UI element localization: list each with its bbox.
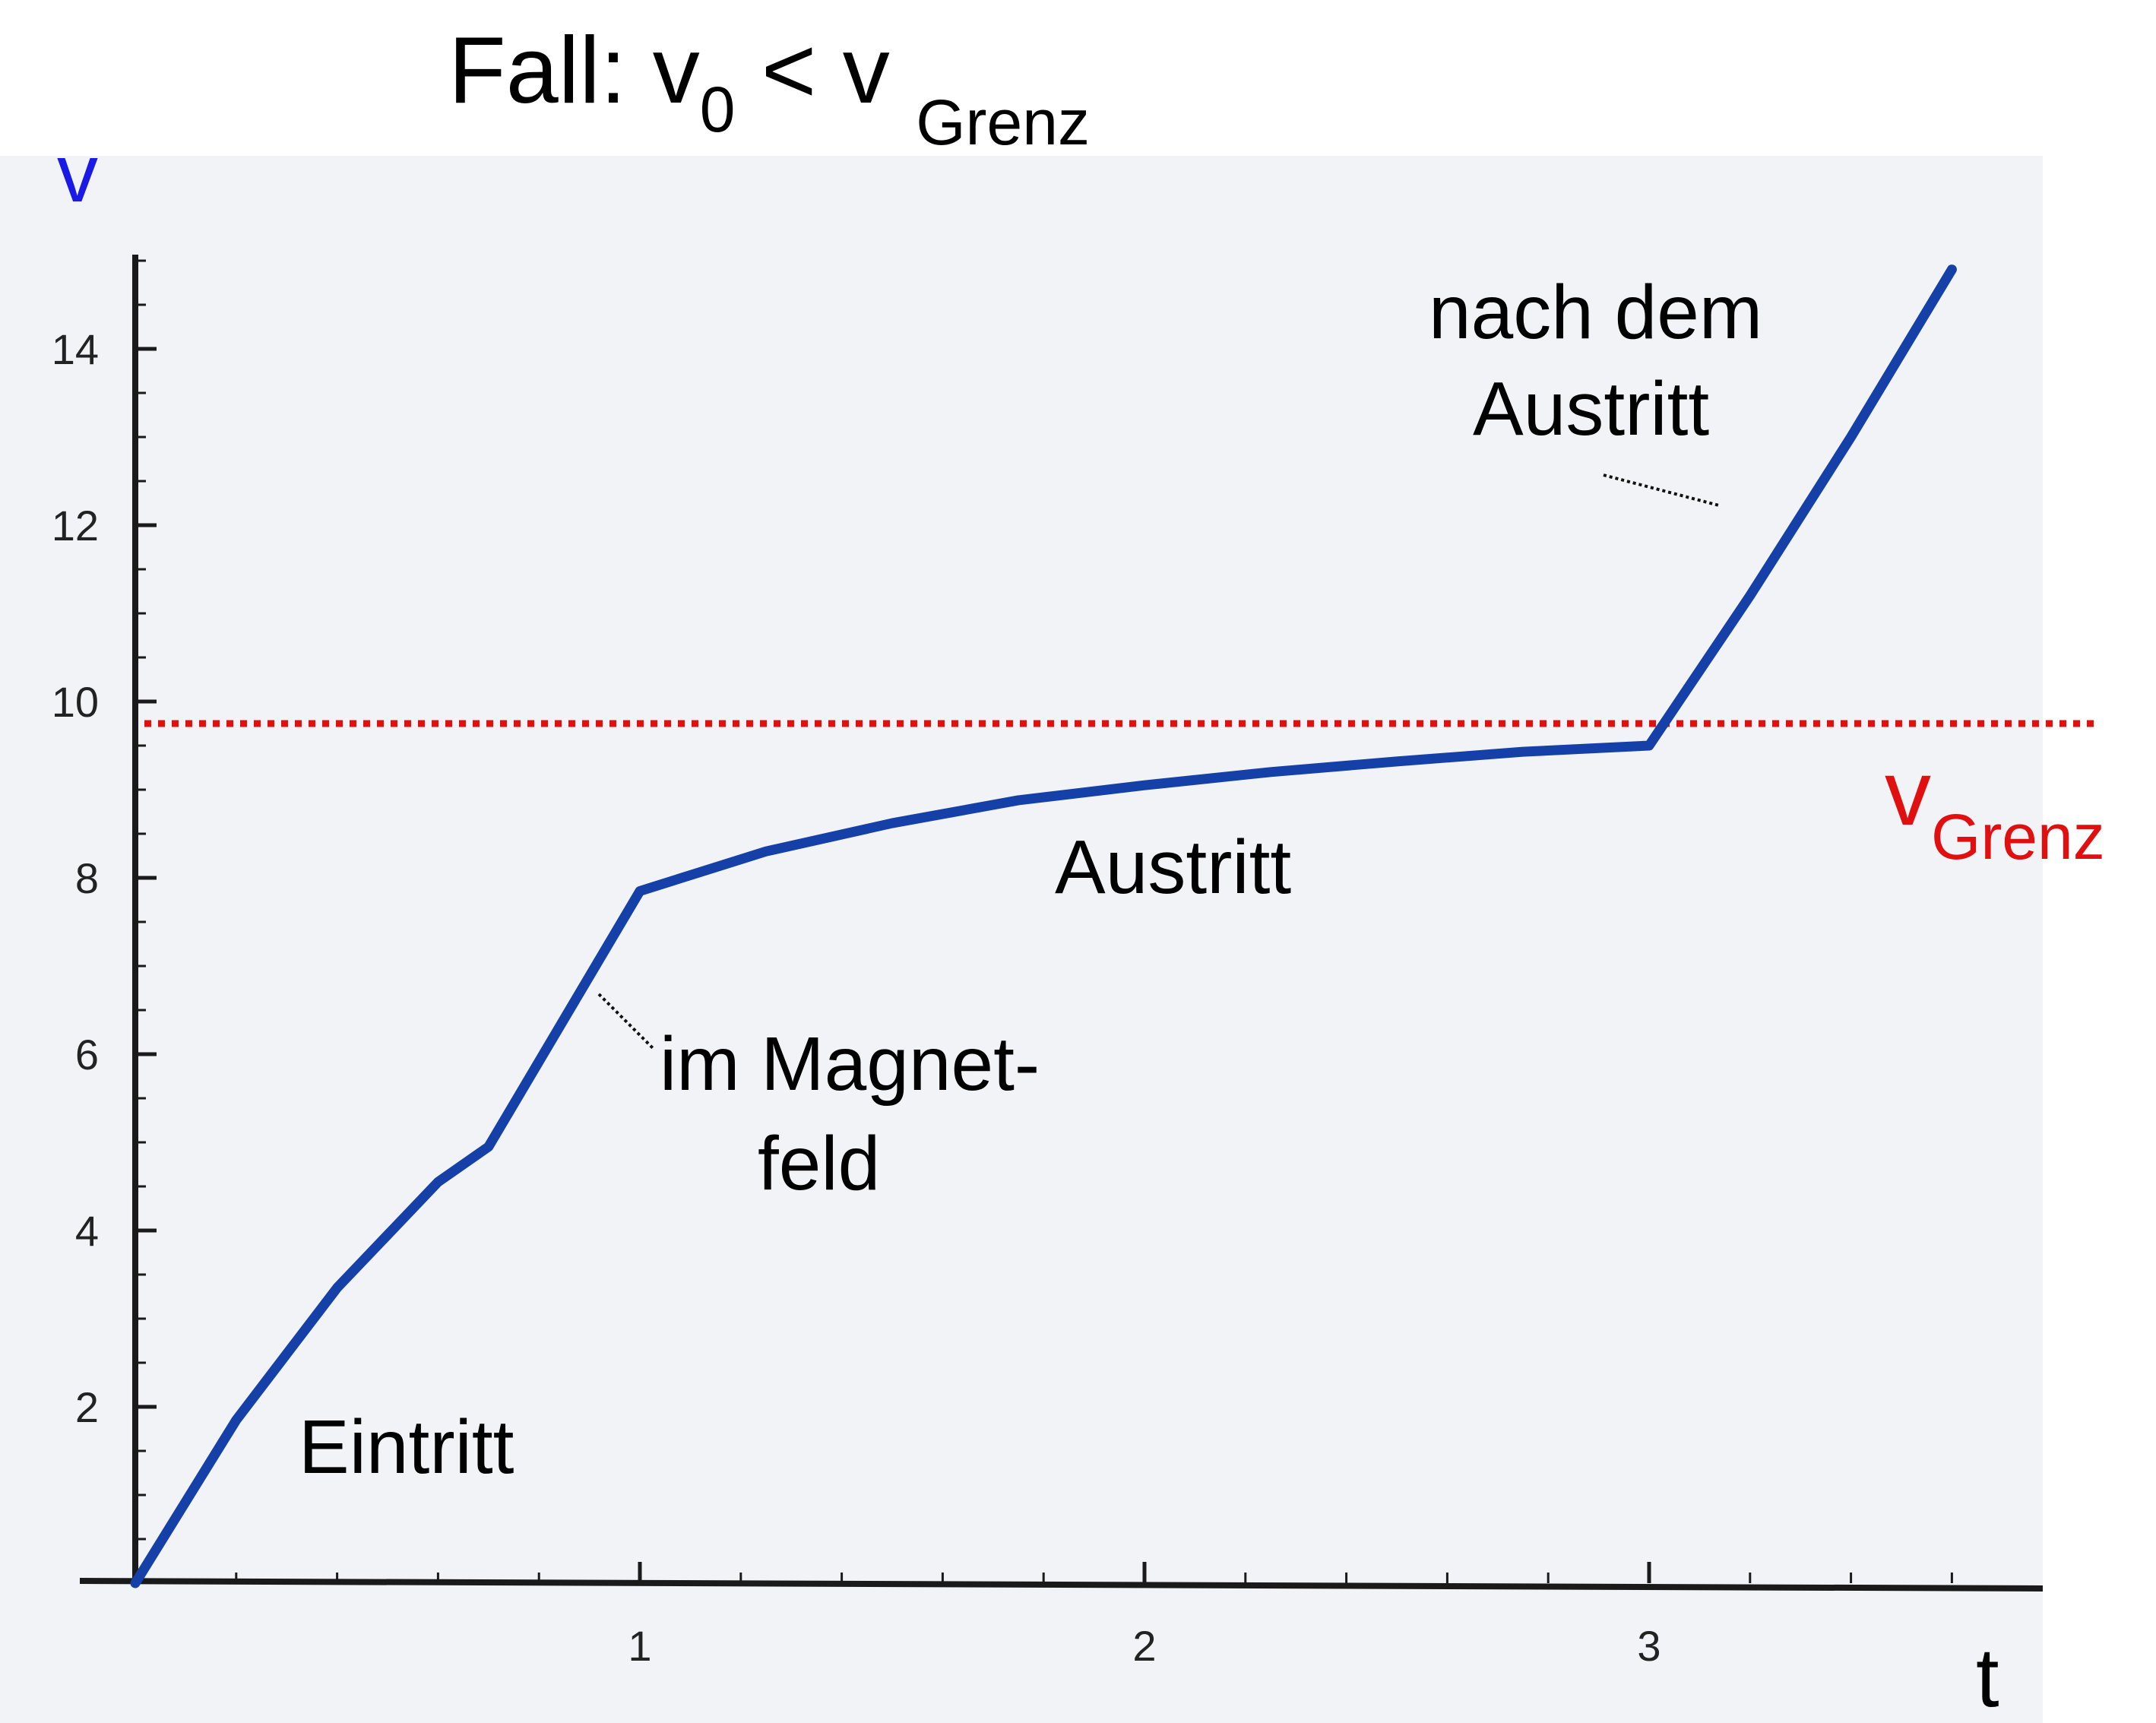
- y-tick-label: 8: [75, 854, 99, 902]
- data-point: [559, 1014, 569, 1024]
- title-subscript-grenz: Grenz: [916, 87, 1090, 158]
- data-point: [483, 1142, 493, 1151]
- data-point: [1645, 741, 1654, 750]
- plot-background: [0, 156, 2043, 1723]
- y-tick-label: 10: [52, 678, 99, 726]
- x-axis: [79, 1578, 2044, 1592]
- annotation-leader-magnetfeld: [597, 993, 655, 1050]
- y-tick-label: 14: [52, 325, 99, 373]
- y-tick-label: 4: [75, 1207, 99, 1255]
- data-point: [1518, 747, 1528, 757]
- data-point: [131, 1579, 140, 1588]
- annotation-austritt: Austritt: [1055, 825, 1291, 910]
- data-point: [332, 1283, 342, 1293]
- series-line: [130, 264, 1957, 1588]
- annotation-nach-dem-austritt-line1: nach dem: [1429, 270, 1762, 355]
- y-tick-label: 12: [52, 502, 99, 550]
- annotation-eintritt: Eintritt: [299, 1405, 514, 1490]
- title-subscript-0: 0: [700, 74, 736, 145]
- annotation-im-magnetfeld-line1: im Magnet-: [660, 1021, 1040, 1107]
- data-point: [1014, 795, 1023, 805]
- x-tick-label: 3: [1637, 1622, 1661, 1670]
- data-point: [761, 847, 771, 857]
- annotation-leader-nach-dem-austritt: [1603, 474, 1720, 507]
- x-axis-title: t: [1976, 1631, 1999, 1723]
- annotation-im-magnetfeld-line2: feld: [758, 1121, 880, 1206]
- minor-ticks: [135, 259, 1953, 1583]
- data-point: [1266, 767, 1275, 777]
- y-axis-title: v: [57, 127, 98, 219]
- reference-line-label-subscript: Grenz: [1931, 801, 2105, 873]
- data-point: [1392, 756, 1401, 766]
- chart-title: Fall: v0 < v Grenz: [448, 18, 1090, 158]
- data-points: [131, 264, 1957, 1588]
- data-point: [1745, 591, 1755, 600]
- data-point: [1846, 432, 1856, 442]
- x-tick-label: 2: [1132, 1622, 1156, 1670]
- data-point: [1947, 264, 1957, 274]
- x-tick-label: 1: [628, 1622, 651, 1670]
- data-point: [635, 886, 644, 896]
- reference-line-label: vGrenz: [1885, 741, 2105, 873]
- data-point: [1140, 781, 1149, 790]
- data-point: [433, 1177, 443, 1187]
- y-tick-label: 6: [75, 1031, 99, 1078]
- y-tick-label: 2: [75, 1383, 99, 1431]
- data-point: [888, 819, 897, 828]
- data-point: [231, 1415, 241, 1425]
- annotation-nach-dem-austritt-line2: Austritt: [1473, 366, 1709, 451]
